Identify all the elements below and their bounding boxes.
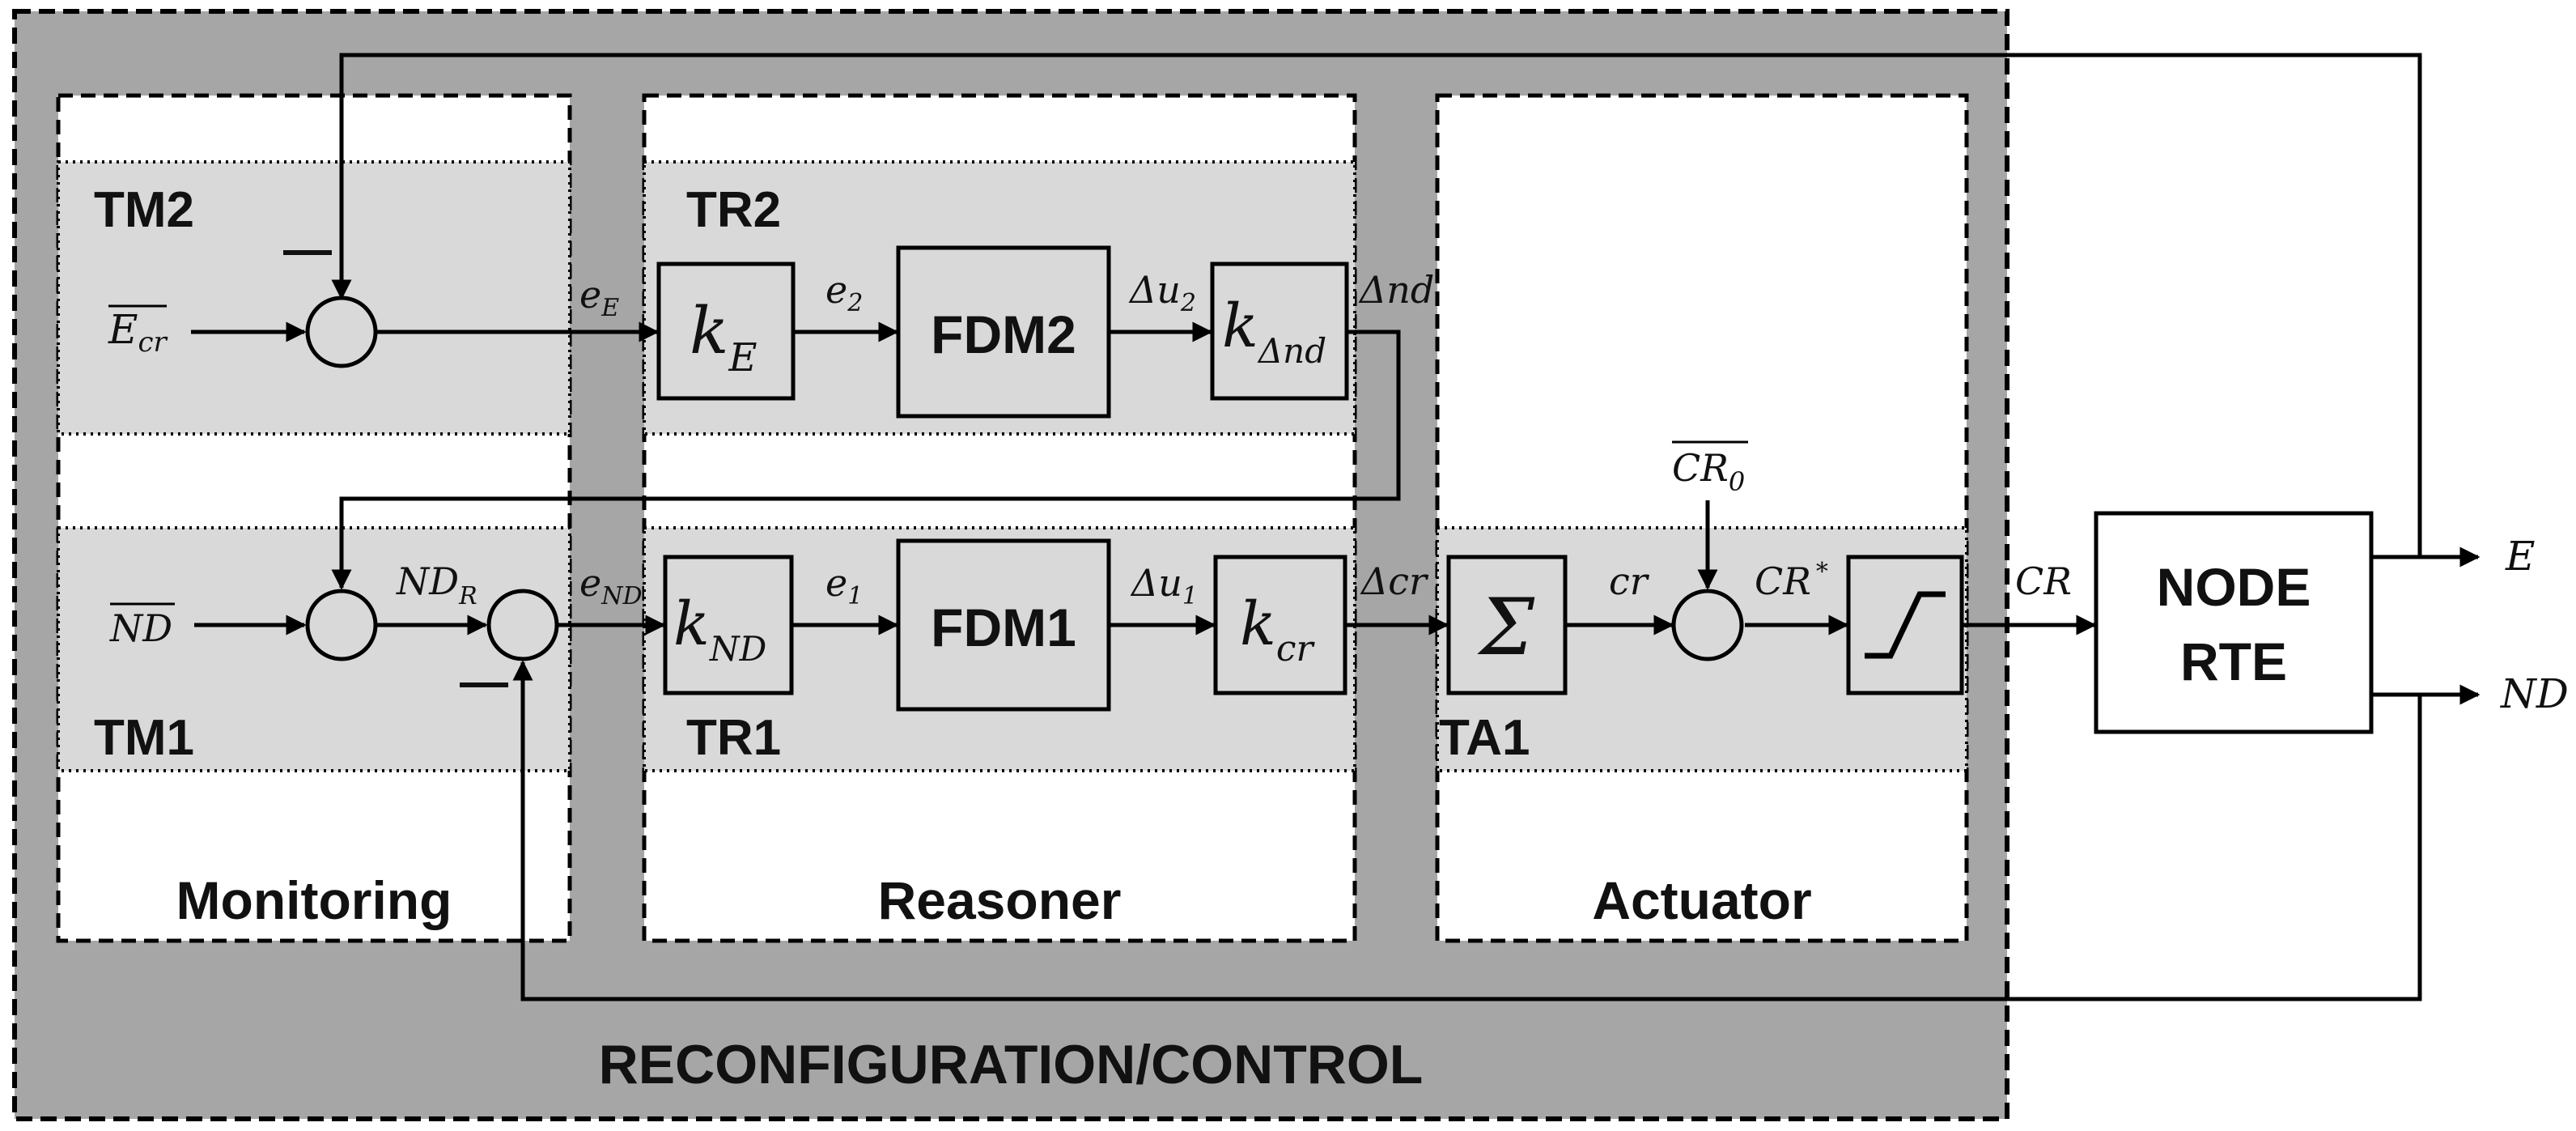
nd-feedback-wire [512, 660, 2422, 1001]
ecr-reference-label: Ecr [108, 306, 168, 359]
tr2-label: TR2 [686, 182, 781, 238]
actuator-panel [1435, 93, 1969, 943]
dnd-label: Δnd [1358, 268, 1434, 312]
node-label-line2: RTE [2180, 631, 2287, 691]
fdm1-label: FDM1 [931, 597, 1076, 657]
reasoner-title: Reasoner [878, 870, 1122, 930]
ee-label: eE [579, 273, 619, 322]
e-feedback-wire [331, 53, 2422, 559]
cr-label: cr [1609, 559, 1650, 603]
ke-gain-block [656, 261, 796, 401]
sum-junction-nd [305, 589, 378, 661]
sum-junction-ndr [486, 589, 559, 661]
fdm2-block [896, 245, 1111, 419]
ndr-label: NDR [396, 559, 477, 610]
tm2-label: TM2 [94, 182, 194, 238]
crstar-label: CR* [1755, 558, 1828, 603]
nd-output-label: ND [2500, 670, 2569, 717]
knd-label: kND [673, 589, 766, 669]
tr1-label: TR1 [686, 710, 781, 766]
kcr-gain-block [1213, 555, 1347, 695]
reconfiguration-control-title: RECONFIGURATION/CONTROL [599, 1034, 1424, 1095]
nd-reference-label: ND [109, 606, 172, 650]
sum-junction-cr [1671, 589, 1744, 661]
minus-sign-e: — [283, 222, 332, 276]
du1-label: Δu1 [1130, 561, 1198, 610]
cr-output-label: CR [2015, 559, 2072, 603]
sum-junction-e [305, 296, 378, 368]
end-label: eND [579, 561, 643, 610]
dnd-wire [331, 330, 1401, 590]
minus-sign-nd: — [460, 654, 508, 708]
e2-label: e2 [825, 268, 863, 317]
saturation-icon [1865, 591, 1946, 659]
cr0-label: CR0 [1672, 446, 1745, 497]
fdm1-block [896, 538, 1111, 712]
sigma-label: Σ [1477, 582, 1535, 673]
kcr-label: kcr [1240, 589, 1315, 670]
node-label-line1: NODE [2157, 557, 2311, 617]
kdnd-label: kΔnd [1222, 291, 1326, 371]
ke-label: kE [690, 293, 758, 381]
tm2-strip [57, 160, 571, 436]
dcr-label: Δcr [1360, 559, 1429, 603]
e1-label: e1 [825, 561, 863, 610]
tm1-label: TM1 [94, 710, 194, 766]
kdnd-gain-block [1210, 261, 1349, 401]
ta1-label: TA1 [1439, 710, 1530, 766]
fdm2-label: FDM2 [931, 304, 1076, 364]
knd-gain-block [663, 555, 794, 695]
sigma-integrator-block [1446, 555, 1568, 695]
node-rte-block [2094, 511, 2374, 734]
du2-label: Δu2 [1128, 268, 1196, 317]
monitoring-title: Monitoring [176, 870, 452, 930]
e-output-label: E [2505, 533, 2536, 580]
actuator-title: Actuator [1592, 870, 1811, 930]
tm1-strip [57, 526, 571, 772]
